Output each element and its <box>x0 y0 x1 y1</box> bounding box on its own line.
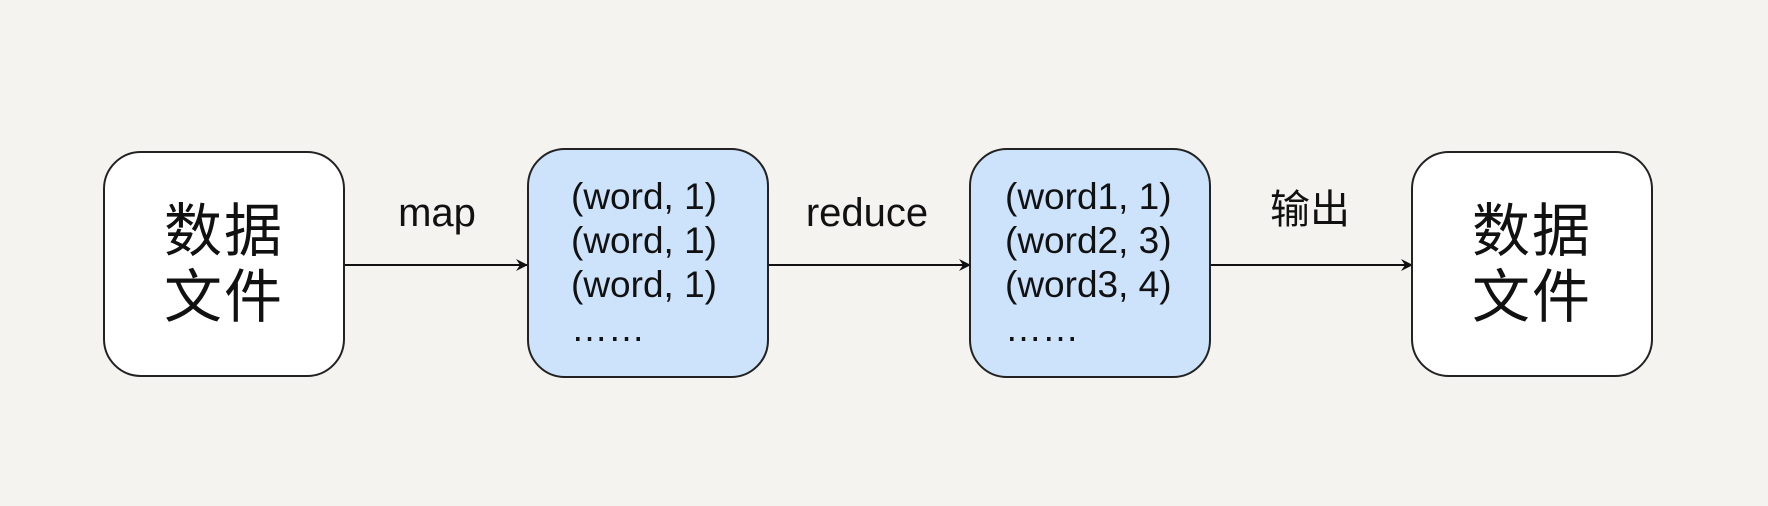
output-file-line-2: 文件 <box>1471 263 1592 331</box>
input-file-line-2: 文件 <box>163 263 284 331</box>
output-data-file-node: 数据 文件 <box>1411 151 1653 377</box>
reduce-output-line-3: (word3, 4) <box>1005 264 1172 305</box>
reduce-output-ellipsis: …… <box>1005 308 1079 349</box>
map-output-line-2: (word, 1) <box>571 220 717 261</box>
reduce-output-line-2: (word2, 3) <box>1005 220 1172 261</box>
output-label: 输出 <box>1270 187 1350 233</box>
map-output-node: (word, 1) (word, 1) (word, 1) …… <box>527 148 769 378</box>
map-label: map <box>398 191 476 235</box>
reduce-label: reduce <box>805 191 929 235</box>
map-output-line-3: (word, 1) <box>571 264 717 305</box>
output-file-line-1: 数据 <box>1471 197 1592 265</box>
map-output-line-1: (word, 1) <box>571 176 717 217</box>
input-data-file-node: 数据 文件 <box>103 151 345 377</box>
reduce-output-node: (word1, 1) (word2, 3) (word3, 4) …… <box>969 148 1211 378</box>
input-file-line-1: 数据 <box>163 197 284 265</box>
reduce-output-line-1: (word1, 1) <box>1005 176 1172 217</box>
map-output-ellipsis: …… <box>571 308 645 349</box>
